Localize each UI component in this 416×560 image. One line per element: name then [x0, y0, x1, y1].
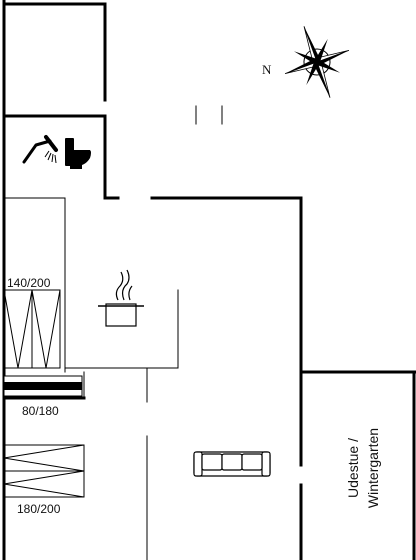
bunk-bed-mattress — [4, 382, 82, 390]
compass-north-label: N — [262, 62, 272, 77]
toilet-icon — [65, 138, 91, 169]
winter-garden-label-line2: Wintergarten — [365, 428, 381, 508]
bed-180-blanket-bottom — [3, 470, 85, 498]
bed-140-size-label: 140/200 — [7, 276, 51, 290]
bed-180-size-label: 180/200 — [17, 502, 61, 516]
shower-icon — [22, 135, 58, 164]
winter-garden-label: Udestue / Wintergarten — [345, 428, 381, 508]
bed-140-blanket-left — [3, 289, 33, 369]
sofa-icon — [193, 451, 271, 477]
bunk-bed-size-label: 80/180 — [22, 404, 59, 418]
compass-rose-icon — [284, 26, 350, 98]
bed-180-blanket-top — [3, 444, 85, 472]
bed-180 — [3, 444, 85, 498]
cooking-pot-icon — [98, 269, 144, 327]
bed-140-blanket-right — [31, 289, 61, 369]
bed-140 — [3, 289, 61, 369]
winter-garden-label-line1: Udestue / — [345, 438, 361, 498]
bunk-bed — [3, 375, 83, 397]
